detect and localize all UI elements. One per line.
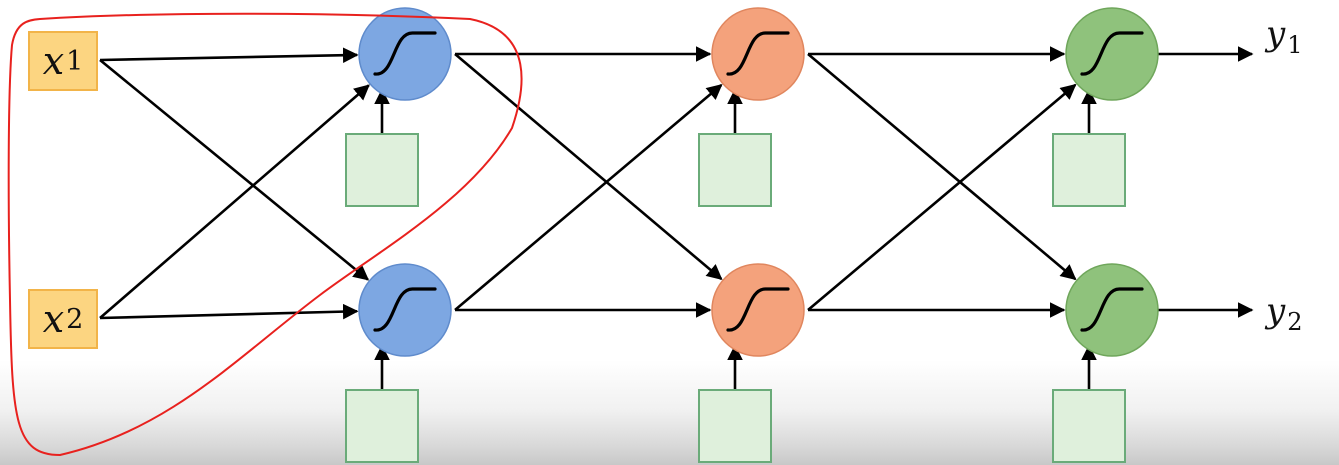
output-var: y [1266,14,1286,54]
neuron-l3-n2 [1065,263,1159,357]
sigmoid-icon [726,287,790,332]
highlight-loop [7,12,523,457]
sigmoid-icon [1080,31,1144,76]
neurons [358,7,1159,357]
sigmoid-icon [373,287,437,332]
neuron-l1-n1 [358,7,452,101]
neuron-circle [358,7,452,101]
input-subscript: 1 [66,45,84,77]
neuron-circle [1065,263,1159,357]
bias-box [698,133,772,207]
output-subscript: 2 [1287,308,1303,336]
bias-box [698,389,772,463]
edge-input-1-to-l1-n1 [99,47,359,64]
bias-boxes [345,133,1126,463]
output-subscript: 1 [1287,31,1303,59]
neuron-l2-n2 [711,263,805,357]
bias-box [345,389,419,463]
bias-box [1052,389,1126,463]
output-y1: y1 [1266,17,1303,57]
neuron-circle [358,263,452,357]
neuron-l1-n2 [358,263,452,357]
bias-box [1052,133,1126,207]
neuron-circle [711,7,805,101]
bias-box [345,133,419,207]
sigmoid-icon [373,31,437,76]
edge-l1n2-to-l2n1 [454,83,723,311]
sigmoid-icon [726,31,790,76]
edge-l1n1-to-l2n2 [454,53,723,281]
input-subscript: 2 [66,303,84,335]
edge-input-1-to-l1-n2 [99,58,370,281]
neuron-circle [1065,7,1159,101]
neuron-l3-n1 [1065,7,1159,101]
output-y2: y2 [1266,294,1303,334]
neuron-l2-n1 [711,7,805,101]
sigmoid-icon [1080,287,1144,332]
input-var: x [42,39,65,83]
edge-input-2-to-l1-n2 [99,303,359,320]
input-var: x [42,297,65,341]
edge-input-2-to-l1-n1 [99,84,370,319]
edges [99,46,1254,390]
output-var: y [1266,291,1286,331]
edge-l2n2-to-l3n1 [807,83,1077,311]
edge-l2n1-to-l3n2 [807,53,1077,281]
neuron-circle [711,263,805,357]
